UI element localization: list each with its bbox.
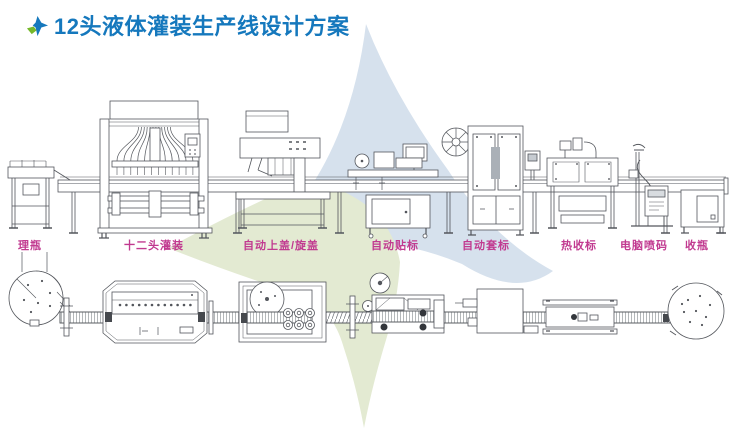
filler-plan <box>102 280 208 344</box>
machine-inkjet-coder-elevation <box>628 143 673 227</box>
machine-capper-elevation <box>235 110 331 229</box>
label-inkjet-coder: 电脑喷码 <box>620 240 668 252</box>
capper-plan <box>238 281 327 343</box>
label-capper: 自动上盖/旋盖 <box>242 240 320 252</box>
machine-collecting-table-elevation <box>680 189 725 234</box>
plan-view <box>8 252 725 344</box>
machine-unscrambler-elevation <box>7 160 71 229</box>
sleeve-labeler-plan <box>455 288 539 334</box>
label-sticker-labeler: 自动贴标 <box>371 240 419 252</box>
control-panel <box>524 150 541 180</box>
machine-sleeve-labeler-elevation <box>441 125 541 236</box>
watermark-green-petal <box>168 185 400 428</box>
label-filler-12-head: 十二头灌装 <box>124 240 184 252</box>
unscrambler-disc-plan <box>8 270 71 327</box>
machine-filler-elevation <box>97 100 213 239</box>
elevation-view <box>7 100 729 239</box>
sticker-labeler-plan <box>369 272 445 334</box>
machine-shrink-tunnel-elevation <box>546 137 619 229</box>
label-collecting-table: 收瓶 <box>685 240 709 252</box>
pinwheel-star-logo-icon <box>26 15 49 37</box>
label-shrink-tunnel: 热收标 <box>561 240 597 252</box>
shrink-tunnel-plan <box>542 299 618 335</box>
label-sleeve-labeler: 自动套标 <box>462 240 510 252</box>
label-unscrambler: 理瓶 <box>18 240 42 252</box>
capping-star-wheels <box>283 308 315 330</box>
page-title: 12头液体灌装生产线设计方案 <box>54 13 350 39</box>
collecting-disc-plan <box>663 282 725 340</box>
belt-couplers <box>60 295 374 339</box>
title-bar: 12头液体灌装生产线设计方案 <box>26 15 349 38</box>
machine-sticker-labeler-elevation <box>347 143 439 239</box>
